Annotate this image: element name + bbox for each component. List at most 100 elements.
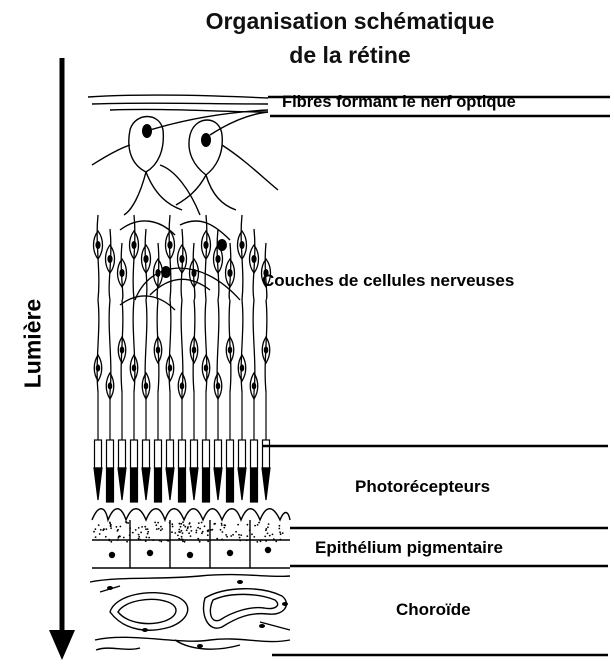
rod-outer-segment bbox=[227, 468, 234, 502]
receptor-fibre bbox=[193, 300, 195, 392]
receptor-segment bbox=[107, 440, 114, 468]
cone-outer-segment bbox=[94, 468, 102, 500]
pigment-granule bbox=[207, 531, 209, 533]
pigment-granule bbox=[256, 541, 258, 543]
pigment-granule bbox=[159, 540, 161, 542]
pigment-granule bbox=[171, 531, 173, 533]
receptor-fibre bbox=[241, 300, 243, 392]
bipolar-nucleus bbox=[239, 241, 244, 249]
pigment-granule bbox=[282, 532, 284, 534]
receptor-fibre bbox=[109, 300, 111, 392]
pigment-granule bbox=[213, 523, 215, 525]
receptor-nucleus bbox=[96, 364, 101, 371]
pigment-granule bbox=[146, 536, 148, 538]
pigment-granule bbox=[201, 532, 203, 534]
receptor-fibre bbox=[181, 300, 183, 392]
rod-outer-segment bbox=[251, 468, 258, 502]
pigment-granule bbox=[221, 539, 223, 541]
pigment-granule bbox=[251, 533, 253, 535]
pigment-granule bbox=[268, 523, 270, 525]
label-nerve-cell-layers: Couches de cellules nerveuses bbox=[262, 271, 514, 291]
bipolar-nucleus bbox=[203, 241, 208, 249]
pigment-granule bbox=[129, 527, 131, 529]
receptor-nucleus bbox=[144, 382, 149, 389]
pigment-granule bbox=[141, 526, 143, 528]
pigment-granule bbox=[260, 541, 262, 543]
light-axis-label: Lumière bbox=[20, 294, 47, 394]
horizontal-connections bbox=[120, 268, 240, 310]
pigment-granule bbox=[95, 536, 97, 538]
pigment-granule bbox=[279, 525, 281, 527]
bipolar-nucleus bbox=[251, 255, 256, 263]
pigment-granule bbox=[264, 536, 266, 538]
pigment-granule bbox=[100, 529, 102, 531]
pigment-granule bbox=[238, 534, 240, 536]
pigment-granule bbox=[98, 524, 100, 526]
bipolar-nucleus bbox=[179, 255, 184, 263]
cone-outer-segment bbox=[166, 468, 174, 500]
receptor-segment bbox=[167, 440, 174, 468]
receptor-segment bbox=[215, 440, 222, 468]
bipolar-nucleus bbox=[131, 241, 136, 249]
pigment-granule bbox=[275, 541, 277, 543]
pigment-granule bbox=[180, 538, 182, 540]
pigment-granule bbox=[221, 523, 223, 525]
pigment-granule bbox=[191, 530, 193, 532]
pigment-granule bbox=[224, 525, 226, 527]
pigment-granule bbox=[258, 522, 260, 524]
pigment-granule bbox=[106, 528, 108, 530]
pigment-granule bbox=[190, 535, 192, 537]
pigment-granule bbox=[188, 523, 190, 525]
pigment-granule bbox=[178, 529, 180, 531]
pigment-granule bbox=[135, 529, 137, 531]
cone-outer-segment bbox=[190, 468, 198, 500]
pigment-granule bbox=[154, 522, 156, 524]
pigment-granule bbox=[110, 524, 112, 526]
pigment-granule bbox=[240, 534, 242, 536]
pigment-granule bbox=[239, 540, 241, 542]
receptor-fibre bbox=[253, 300, 255, 392]
pigment-granule bbox=[147, 528, 149, 530]
receptor-segment bbox=[179, 440, 186, 468]
pigment-granule bbox=[140, 532, 142, 534]
receptor-fibre bbox=[121, 300, 123, 392]
pigment-granule bbox=[182, 540, 184, 542]
pigment-granule bbox=[184, 526, 186, 528]
light-direction-arrow bbox=[49, 58, 75, 660]
pigment-granule bbox=[220, 529, 222, 531]
pigment-granule bbox=[272, 534, 274, 536]
receptor-nucleus bbox=[168, 364, 173, 371]
receptor-nucleus bbox=[264, 346, 269, 353]
pigment-granule bbox=[181, 523, 183, 525]
pigment-granule bbox=[269, 535, 271, 537]
rod-outer-segment bbox=[107, 468, 114, 502]
pigment-granule bbox=[145, 528, 147, 530]
pigment-granule bbox=[186, 529, 188, 531]
pigment-granule bbox=[161, 528, 163, 530]
receptor-segment bbox=[131, 440, 138, 468]
pigment-granule bbox=[108, 539, 110, 541]
cone-outer-segment bbox=[262, 468, 270, 500]
receptor-segment bbox=[203, 440, 210, 468]
pigment-granule bbox=[187, 527, 189, 529]
pigment-granule bbox=[157, 522, 159, 524]
pigment-granule bbox=[132, 532, 134, 534]
bipolar-nucleus bbox=[107, 255, 112, 263]
receptor-nucleus bbox=[216, 382, 221, 389]
pigment-granule bbox=[182, 532, 184, 534]
receptor-fibre bbox=[265, 300, 267, 392]
receptor-nucleus bbox=[204, 364, 209, 371]
pigment-granule bbox=[226, 536, 228, 538]
pigment-granule bbox=[181, 530, 183, 532]
pigment-granule bbox=[280, 539, 282, 541]
pigment-granule bbox=[147, 533, 149, 535]
pigment-granule bbox=[196, 530, 198, 532]
bipolar-strand bbox=[145, 229, 147, 300]
receptor-nucleus bbox=[132, 364, 137, 371]
bipolar-strand bbox=[181, 229, 183, 300]
bipolar-strand bbox=[109, 229, 111, 300]
pigment-granule bbox=[110, 541, 112, 543]
pigment-granule bbox=[230, 535, 232, 537]
pigment-granule bbox=[225, 534, 227, 536]
pigment-granule bbox=[138, 536, 140, 538]
